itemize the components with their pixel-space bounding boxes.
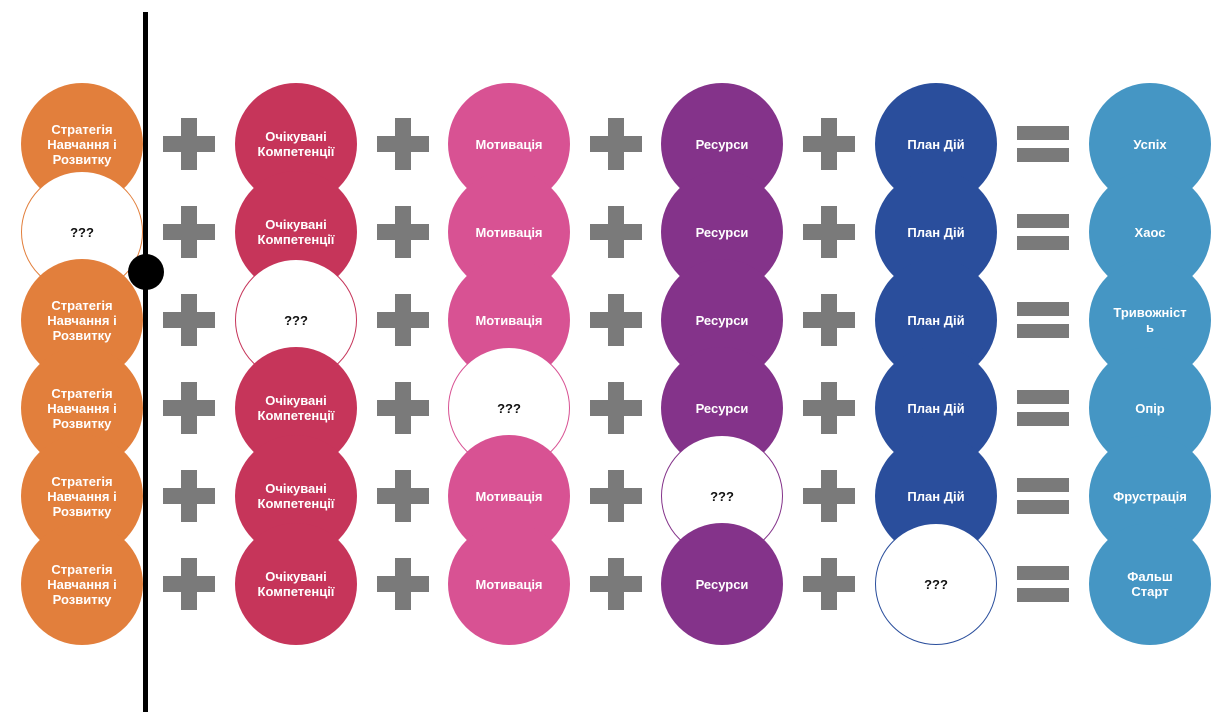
plus-bar-vertical (181, 470, 197, 522)
circle-label: Тривожніст ь (1113, 305, 1187, 335)
circle-label: ??? (924, 576, 948, 592)
equals-bar (1017, 478, 1069, 492)
timeline-marker (128, 254, 164, 290)
plus-bar-vertical (394, 470, 411, 522)
competencies-circle: Очікувані Компетенції (235, 523, 357, 645)
circle-label: Мотивація (475, 312, 543, 328)
circle-label: План Дій (907, 488, 965, 504)
plus-bar-vertical (821, 470, 837, 522)
equals-bar (1017, 588, 1069, 602)
circle-label: План Дій (907, 312, 965, 328)
plus-bar-vertical (821, 558, 837, 610)
circle-label: Стратегія Навчання і Розвитку (47, 297, 117, 343)
circle-label: Мотивація (475, 224, 543, 240)
equals-bar (1017, 126, 1069, 140)
result-circle: Фальш Старт (1089, 523, 1211, 645)
unknown-plan-circle: ??? (875, 523, 997, 645)
circle-label: Ресурси (695, 312, 749, 328)
circle-label: Очікувані Компетенції (257, 569, 335, 599)
plus-bar-vertical (607, 118, 624, 170)
plus-bar-vertical (607, 294, 624, 346)
plus-bar-vertical (607, 558, 624, 610)
circle-label: План Дій (907, 136, 965, 152)
motivation-circle: Мотивація (448, 435, 570, 557)
circle-label: Ресурси (695, 224, 749, 240)
equals-bar (1017, 324, 1069, 338)
plan-circle: План Дій (875, 435, 997, 557)
equals-bar (1017, 390, 1069, 404)
plus-bar-vertical (394, 294, 411, 346)
equals-bar (1017, 566, 1069, 580)
circle-label: ??? (70, 224, 94, 240)
plus-bar-vertical (821, 118, 837, 170)
circle-label: Очікувані Компетенції (257, 393, 335, 423)
timeline-line (143, 12, 148, 712)
motivation-circle: Мотивація (448, 523, 570, 645)
circle-label: Очікувані Компетенції (257, 217, 335, 247)
plus-bar-vertical (607, 382, 624, 434)
circle-label: ??? (710, 488, 734, 504)
equals-bar (1017, 302, 1069, 316)
circle-label: Опір (1135, 400, 1165, 416)
circle-label: План Дій (907, 400, 965, 416)
circle-label: Мотивація (475, 488, 543, 504)
circle-label: Мотивація (475, 136, 543, 152)
equals-bar (1017, 236, 1069, 250)
circle-label: Стратегія Навчання і Розвитку (47, 473, 117, 519)
circle-label: ??? (497, 400, 521, 416)
plus-bar-vertical (181, 206, 197, 258)
circle-label: Ресурси (695, 136, 749, 152)
equals-bar (1017, 412, 1069, 426)
circle-label: Очікувані Компетенції (257, 129, 335, 159)
equals-bar (1017, 500, 1069, 514)
circle-label: Стратегія Навчання і Розвитку (47, 121, 117, 167)
circle-label: ??? (284, 312, 308, 328)
equals-bar (1017, 214, 1069, 228)
resources-circle: Ресурси (661, 523, 783, 645)
plus-bar-vertical (181, 558, 197, 610)
plus-bar-vertical (607, 470, 624, 522)
circle-label: Ресурси (695, 400, 749, 416)
plus-bar-vertical (394, 558, 411, 610)
plus-bar-vertical (394, 118, 411, 170)
plus-bar-vertical (394, 382, 411, 434)
circle-label: Стратегія Навчання і Розвитку (47, 385, 117, 431)
plan-circle: План Дій (875, 83, 997, 205)
circle-label: План Дій (907, 224, 965, 240)
plus-bar-vertical (607, 206, 624, 258)
circle-label: Хаос (1134, 224, 1166, 240)
plus-bar-vertical (181, 382, 197, 434)
plus-bar-vertical (181, 118, 197, 170)
circle-label: Ресурси (695, 576, 749, 592)
plus-bar-vertical (821, 382, 837, 434)
circle-label: Стратегія Навчання і Розвитку (47, 561, 117, 607)
plus-bar-vertical (394, 206, 411, 258)
circle-label: Очікувані Компетенції (257, 481, 335, 511)
plus-bar-vertical (821, 206, 837, 258)
strategy-circle: Стратегія Навчання і Розвитку (21, 523, 143, 645)
circle-label: Фальш Старт (1127, 569, 1173, 599)
circle-label: Успіх (1133, 136, 1167, 152)
circle-label: Фрустрація (1113, 488, 1187, 504)
circle-label: Мотивація (475, 576, 543, 592)
plus-bar-vertical (821, 294, 837, 346)
plus-bar-vertical (181, 294, 197, 346)
equals-bar (1017, 148, 1069, 162)
